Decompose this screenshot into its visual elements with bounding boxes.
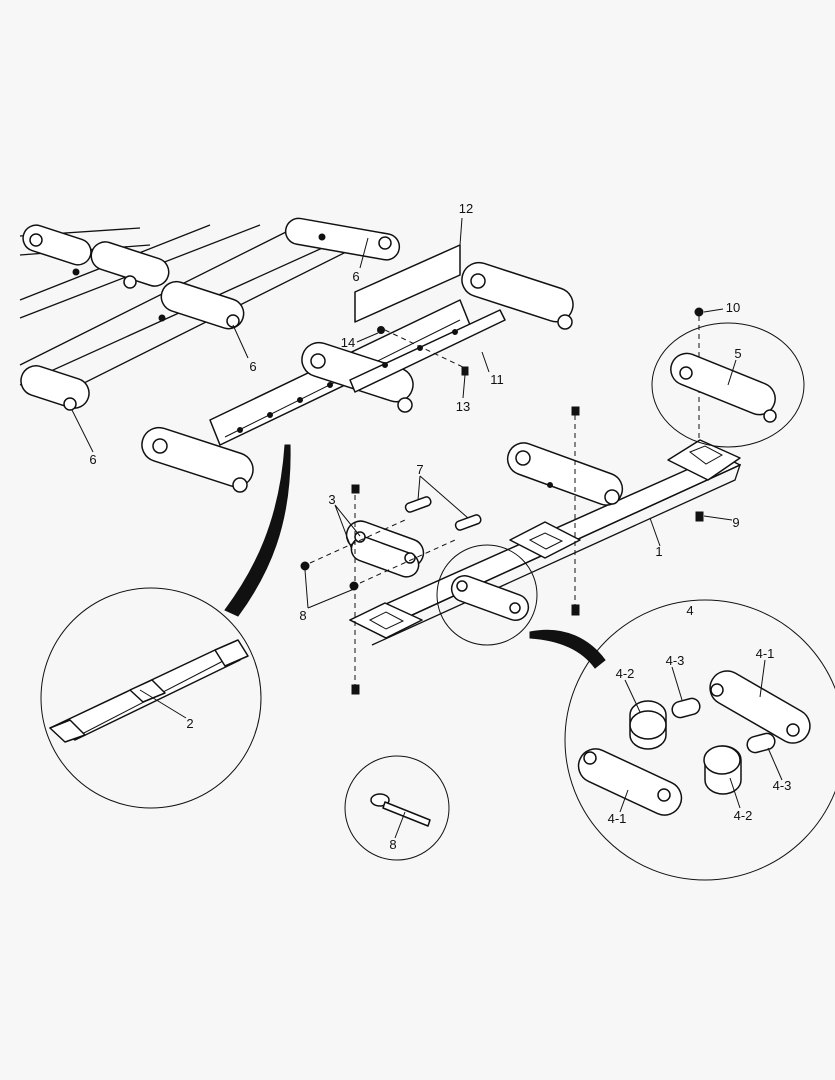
callout-arrow-frame-detail (224, 444, 291, 617)
chain-link-row-upper (22, 217, 401, 330)
label-bushing-b: 4-3 (773, 778, 792, 793)
detail-circle-link-source (436, 544, 538, 646)
label-link-plate-a: 4-1 (756, 646, 775, 661)
hardware (300, 307, 704, 695)
callout-labels: 1 2 3 4 4-1 4-1 4-2 4-2 4-3 4-3 5 6 6 6 … (89, 201, 791, 852)
label-scraper: 12 (459, 201, 473, 216)
label-bushing-a: 4-3 (666, 653, 685, 668)
label-roller-a: 4-2 (616, 666, 635, 681)
label-cotter-pin: 8 (299, 608, 306, 623)
label-chain-upper: 6 (352, 269, 359, 284)
label-nut-slat: 14 (341, 335, 355, 350)
frame-mount-plate-middle (509, 521, 581, 559)
label-link-assembly: 4 (686, 603, 693, 618)
label-link-plate-b: 4-1 (608, 811, 627, 826)
callout-arrow-link-detail (529, 629, 606, 669)
label-slat: 11 (490, 372, 504, 387)
label-frame-detail: 2 (186, 716, 193, 731)
frame-assembly (349, 439, 742, 646)
detail-circle-frame (40, 587, 262, 809)
leader-lines (71, 217, 783, 839)
label-chain-middle: 6 (249, 359, 256, 374)
scraper-plate (354, 244, 461, 323)
detail-circle-link-parts (564, 599, 835, 881)
conveyor-chain-assembly (19, 217, 574, 493)
frame-chain-link (506, 442, 624, 506)
label-bolt-right: 9 (732, 515, 739, 530)
label-link-top: 5 (734, 346, 741, 361)
chain-link-lower-left (20, 365, 90, 411)
pins (404, 496, 482, 531)
label-nut-top: 10 (726, 300, 740, 315)
label-pin: 7 (416, 462, 423, 477)
label-cotter-pin-detail: 8 (389, 837, 396, 852)
label-chain-left: 6 (89, 452, 96, 467)
label-frame: 1 (655, 544, 662, 559)
bracket-assembly (345, 520, 425, 578)
label-bracket: 3 (328, 492, 335, 507)
label-roller-b: 4-2 (734, 808, 753, 823)
detail-circle-cotter (344, 755, 450, 861)
frame-mount-plate-left (349, 602, 423, 639)
frame-mount-plate-right (667, 439, 741, 481)
label-bolt-slat: 13 (456, 399, 470, 414)
slat-chain-row (141, 261, 574, 493)
detail-circle-link (651, 322, 805, 448)
